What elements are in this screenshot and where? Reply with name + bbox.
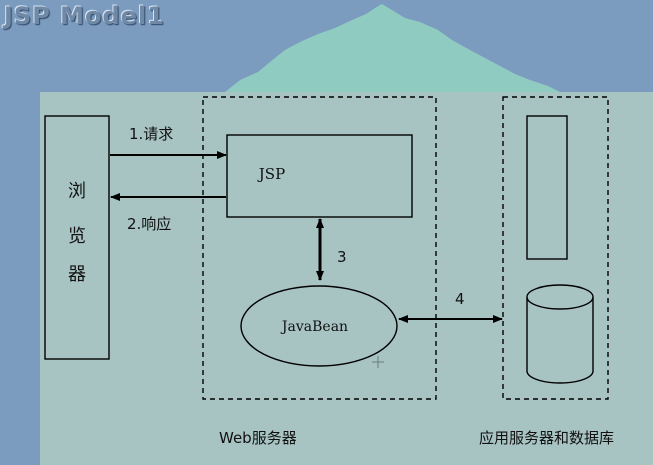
page-title: JSP Model1: [4, 2, 165, 30]
request-label: 1.请求: [129, 125, 173, 143]
app-server-label: 应用服务器和数据库: [479, 429, 614, 447]
app-server-box: [526, 115, 568, 260]
step4-label: 4: [455, 290, 465, 308]
web-server-region: [202, 96, 437, 400]
decorative-mountain: [225, 4, 560, 92]
web-server-label: Web服务器: [219, 429, 297, 447]
jsp-box: [226, 134, 413, 218]
javabean-ellipse: [240, 285, 398, 367]
browser-char-1: 浏: [68, 181, 86, 202]
database-cylinder: [526, 284, 594, 384]
jsp-label: JSP: [257, 165, 285, 183]
browser-box: [44, 115, 110, 360]
response-label: 2.响应: [127, 215, 171, 233]
step3-label: 3: [337, 248, 347, 266]
javabean-label: JavaBean: [280, 319, 348, 335]
app-server-region: [502, 96, 609, 400]
cursor-crosshair: [372, 356, 384, 368]
browser-char-3: 器: [68, 264, 86, 285]
browser-char-2: 览: [68, 226, 86, 247]
